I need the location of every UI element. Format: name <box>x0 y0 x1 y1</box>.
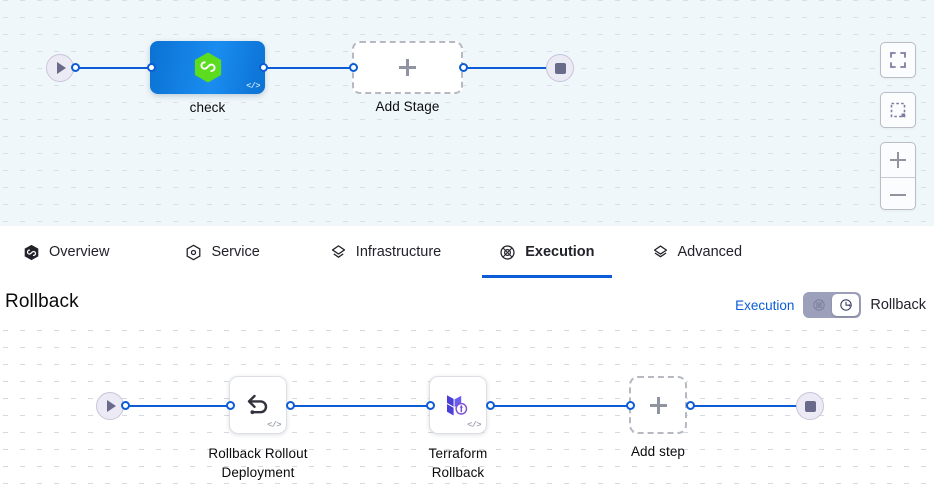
stop-icon <box>804 400 816 412</box>
tab-service[interactable]: Service <box>183 226 261 278</box>
select-area-button[interactable] <box>880 92 916 128</box>
tab-infrastructure[interactable]: Infrastructure <box>328 226 443 278</box>
toggle-option-execution[interactable] <box>805 294 832 316</box>
dashed-square-icon <box>890 102 906 118</box>
execution-icon <box>500 244 515 260</box>
port-step2-out[interactable] <box>486 401 495 410</box>
port-step2-in[interactable] <box>426 401 435 410</box>
port-check-in[interactable] <box>147 63 156 72</box>
toggle-option-rollback[interactable] <box>832 294 860 316</box>
toggle-label-execution[interactable]: Execution <box>735 297 795 313</box>
rollback-start-node[interactable] <box>96 392 124 420</box>
add-stage-button[interactable] <box>352 41 463 94</box>
tab-label: Service <box>211 244 260 260</box>
fullscreen-icon <box>890 52 906 68</box>
edge-addstage-to-end <box>459 67 559 69</box>
port-step1-out[interactable] <box>286 401 295 410</box>
stage-tab-bar[interactable]: Overview Service Infrastructure <box>0 226 934 279</box>
code-badge: </> <box>467 420 481 430</box>
tab-label: Overview <box>49 244 110 260</box>
terraform-rollback-icon <box>447 395 468 416</box>
edge-step2-to-addstep <box>487 405 632 407</box>
step-label-line1: Rollback Rollout <box>208 446 308 461</box>
edge-step1-to-step2 <box>287 405 432 407</box>
tab-execution[interactable]: Execution <box>482 226 612 278</box>
rollback-clock-icon <box>840 299 852 311</box>
pipeline-end-node[interactable] <box>546 54 574 82</box>
canvas-dot-grid <box>0 0 934 226</box>
edge-start-to-check <box>74 67 156 69</box>
stage-label-check: check <box>189 100 226 115</box>
port-addstep-out[interactable] <box>686 401 695 410</box>
pipeline-start-node[interactable] <box>46 54 74 82</box>
harness-hexagon-icon <box>24 244 39 260</box>
step-label-line2: Rollback <box>431 465 485 480</box>
tab-advanced[interactable]: Advanced <box>650 226 745 278</box>
section-title: Rollback <box>5 291 79 312</box>
port-addstep-in[interactable] <box>626 401 635 410</box>
port-start-out[interactable] <box>71 63 80 72</box>
stage-canvas[interactable]: </> check Add Stage <box>0 0 934 226</box>
add-step-label: Add step <box>630 444 686 459</box>
plus-icon <box>890 152 906 168</box>
step-label-line2: Deployment <box>221 465 295 480</box>
tab-label: Advanced <box>677 244 743 260</box>
port-addstage-out[interactable] <box>459 63 468 72</box>
port-addstage-in[interactable] <box>349 63 358 72</box>
rollback-end-node[interactable] <box>796 392 824 420</box>
plus-icon <box>399 59 416 76</box>
minus-icon <box>890 187 906 203</box>
step-node-rollback-rollout-deployment[interactable]: </> <box>229 376 287 434</box>
step-label-line1: Terraform <box>428 446 488 461</box>
fullscreen-button[interactable] <box>880 42 916 78</box>
service-hexagon-icon <box>187 244 201 260</box>
zoom-in-button[interactable] <box>881 143 915 177</box>
tab-label: Infrastructure <box>355 244 442 260</box>
edge-check-to-addstage <box>260 67 358 69</box>
play-icon <box>57 62 66 74</box>
add-stage-label: Add Stage <box>375 99 440 114</box>
tab-overview[interactable]: Overview <box>21 226 111 278</box>
add-step-button[interactable] <box>629 376 687 434</box>
code-badge: </> <box>267 420 281 430</box>
code-badge: </> <box>246 81 260 91</box>
port-step1-in[interactable] <box>226 401 235 410</box>
divider <box>881 177 915 178</box>
execution-rollback-switch[interactable] <box>803 292 862 318</box>
advanced-layers-icon <box>653 244 667 257</box>
step-node-terraform-rollback[interactable]: </> <box>429 376 487 434</box>
step-label: Terraform Rollback <box>383 444 533 482</box>
rollback-step-canvas[interactable]: </> Rollback Rollout Deployment </> Terr… <box>0 330 934 500</box>
port-start-out[interactable] <box>121 401 130 410</box>
stage-node-check[interactable]: </> <box>150 41 265 94</box>
port-check-out[interactable] <box>259 63 268 72</box>
play-icon <box>107 400 116 412</box>
rollback-header: Rollback Execution <box>0 278 934 330</box>
harness-hexagon-icon <box>194 52 221 83</box>
execution-rollback-toggle-group[interactable]: Execution Rollback <box>735 292 934 318</box>
toggle-label-rollback[interactable]: Rollback <box>870 297 926 313</box>
rollback-arrow-icon <box>247 394 268 415</box>
edge-addstep-to-end <box>686 405 808 407</box>
zoom-out-button[interactable] <box>881 178 915 212</box>
step-label: Rollback Rollout Deployment <box>183 444 333 482</box>
execution-icon <box>813 299 825 311</box>
zoom-controls[interactable] <box>880 142 916 210</box>
layers-icon <box>331 244 345 258</box>
plus-icon <box>649 396 667 414</box>
edge-start-to-step1 <box>124 405 234 407</box>
tab-label: Execution <box>525 244 595 260</box>
stop-icon <box>554 62 566 74</box>
